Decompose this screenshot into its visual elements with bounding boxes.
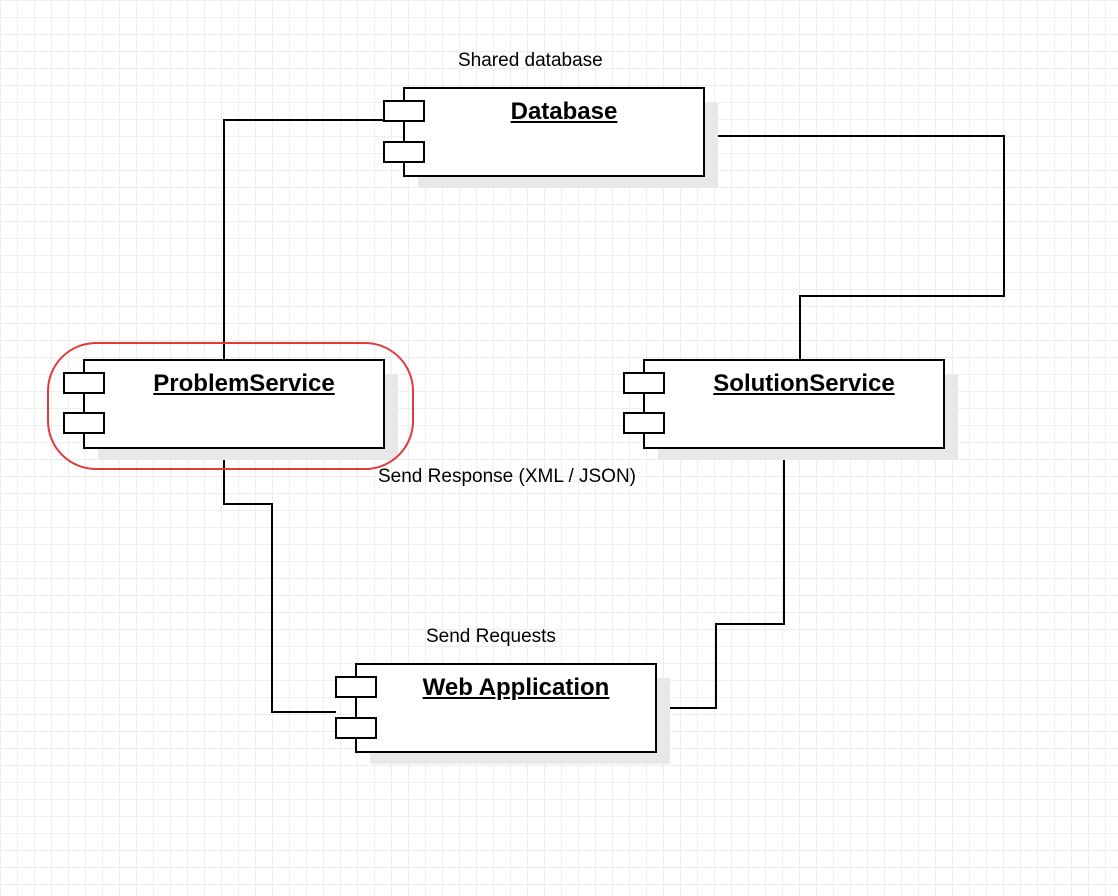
database-port-bottom xyxy=(383,141,425,163)
webapplication-body xyxy=(355,663,657,753)
problemservice-body xyxy=(83,359,385,449)
webapplication-port-bottom xyxy=(335,717,377,739)
solutionservice-title: SolutionService xyxy=(713,370,895,397)
database-title: Database xyxy=(510,98,618,125)
solutionservice-port-top xyxy=(623,372,665,394)
problemservice-title: ProblemService xyxy=(153,370,335,397)
connector-solutionservice-webapplication[interactable] xyxy=(656,448,785,709)
solutionservice-body xyxy=(643,359,945,449)
connector-database-solutionservice[interactable] xyxy=(704,135,1005,360)
send-response-label: Send Response (XML / JSON) xyxy=(378,466,637,487)
problemservice-component[interactable] xyxy=(63,359,398,460)
problemservice-port-bottom xyxy=(63,412,105,434)
send-requests-label: Send Requests xyxy=(426,626,556,647)
database-body xyxy=(403,87,705,177)
webapplication-port-top xyxy=(335,676,377,698)
webapplication-title: Web Application xyxy=(422,674,610,701)
database-component[interactable] xyxy=(383,87,718,188)
connector-problemservice-webapplication[interactable] xyxy=(223,448,336,713)
database-port-top xyxy=(383,100,425,122)
shared-database-label: Shared database xyxy=(458,50,603,71)
solutionservice-component[interactable] xyxy=(623,359,958,460)
webapplication-component[interactable] xyxy=(335,663,670,764)
solutionservice-port-bottom xyxy=(623,412,665,434)
connector-problemservice-database[interactable] xyxy=(223,119,384,360)
problemservice-highlight xyxy=(47,342,414,470)
problemservice-port-top xyxy=(63,372,105,394)
